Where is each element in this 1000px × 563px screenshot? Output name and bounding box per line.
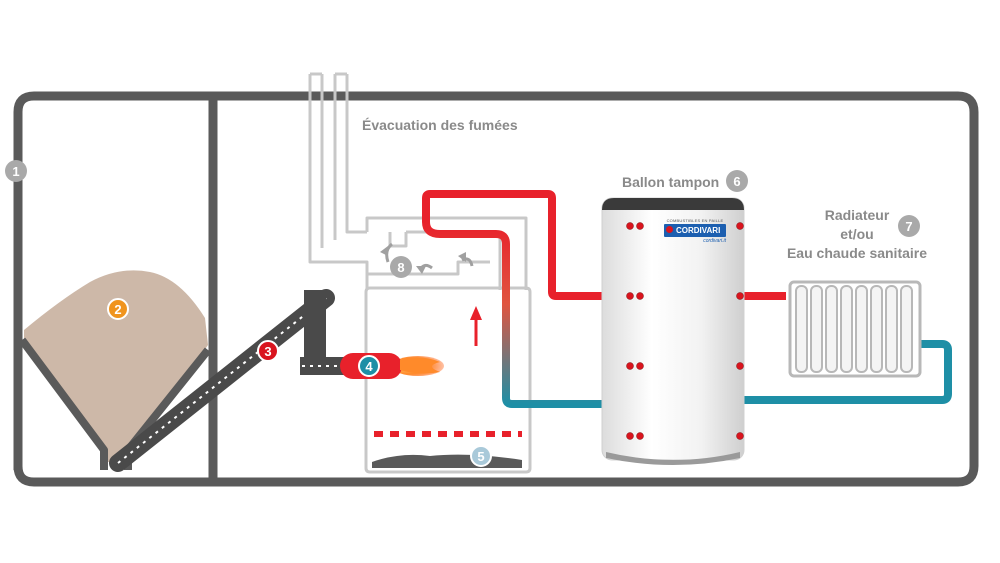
badge-5-ash: 5 (470, 445, 492, 467)
buffer-tank-label: Ballon tampon (622, 174, 720, 190)
smoke-arrows (380, 242, 474, 274)
badge-8-heat-exchanger: 8 (390, 256, 412, 278)
radiator-label-line3: Eau chaude sanitaire (786, 245, 928, 261)
brand-url: cordivari.it (703, 238, 726, 244)
badge-1-building: 1 (5, 160, 27, 182)
brand-logo: CORDIVARI (664, 224, 726, 237)
flue-gas-label: Évacuation des fumées (362, 117, 518, 133)
boiler (364, 286, 532, 474)
brand-tagline: COMBUSTIBLES EN PAILLE (666, 218, 724, 223)
buffer-tank (601, 197, 745, 465)
flue-pipes (308, 72, 528, 290)
radiator-label-line2: et/ou (840, 226, 874, 242)
water-pipes (422, 190, 952, 408)
radiator (788, 280, 922, 378)
badge-7-radiator: 7 (898, 215, 920, 237)
badge-4-burner: 4 (358, 355, 380, 377)
burner (340, 353, 444, 379)
badge-3-screw-conveyor: 3 (257, 340, 279, 362)
radiator-label-line1: Radiateur (824, 207, 890, 223)
tank-brand: COMBUSTIBLES EN PAILLE CORDIVARI cordiva… (664, 218, 726, 244)
badge-2-pellet-storage: 2 (107, 298, 129, 320)
badge-6-buffer-tank: 6 (726, 170, 748, 192)
radiator-label: Radiateur et/ou Eau chaude sanitaire (782, 206, 932, 263)
building-frame (13, 91, 979, 487)
